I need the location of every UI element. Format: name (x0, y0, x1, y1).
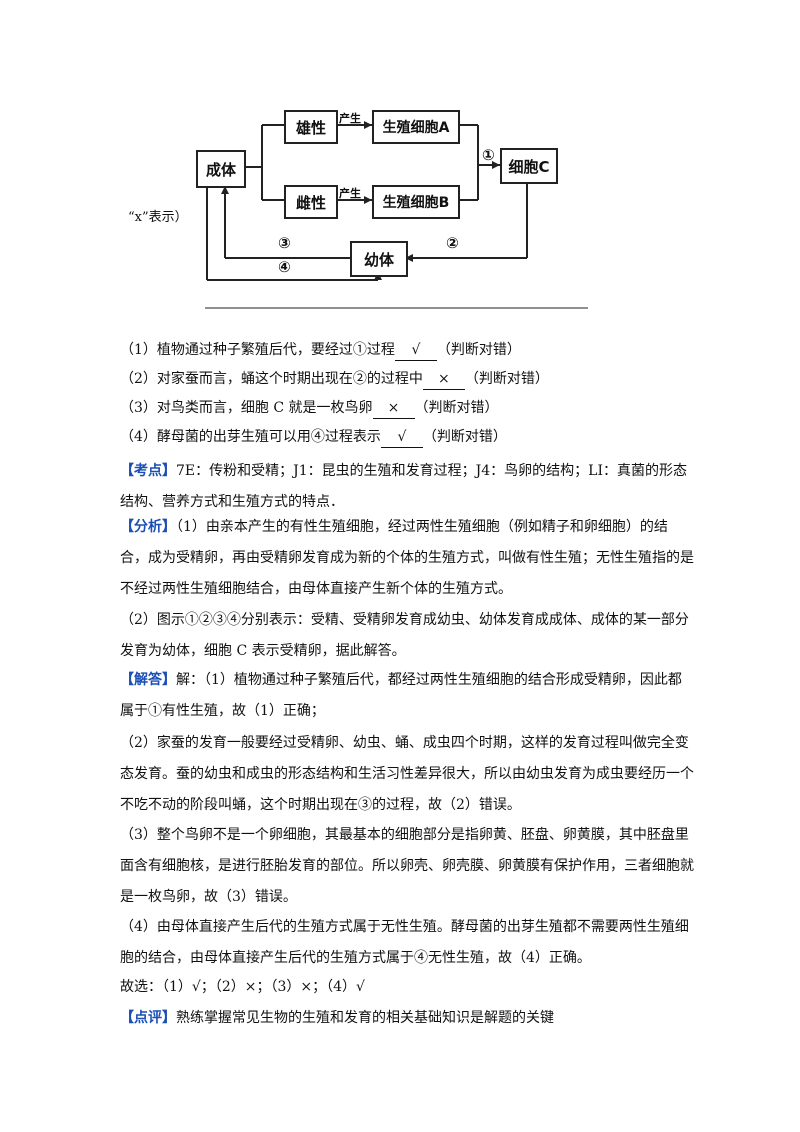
step-4-marker: ④ (278, 258, 291, 276)
label-produce-male: 产生 (339, 112, 361, 125)
jieda-paragraph-3: （3）整个鸟卵不是一个卵细胞，其最基本的细胞部分是指卵黄、胚盘、卵黄膜，其中胚盘… (120, 827, 694, 905)
fenxi-paragraph-1: （1）由亲本产生的有性生殖细胞，经过两性生殖细胞（例如精子和卵细胞）的结合，成为… (120, 519, 694, 597)
kaodian-tag: 【考点】 (120, 463, 176, 479)
fenxi-tag: 【分析】 (120, 519, 176, 535)
section-dianping: 【点评】熟练掌握常见生物的生殖和发育的相关基础知识是解题的关键 (120, 1003, 695, 1034)
question-1-text: （1）植物通过种子繁殖后代，要经过①过程 (120, 342, 395, 358)
question-2-suffix: （判断对错） (464, 371, 549, 387)
question-2-text: （2）对家蚕而言，蛹这个时期出现在②的过程中 (120, 371, 423, 387)
question-4-answer: √ (380, 427, 423, 448)
box-female: 雌性 (284, 185, 338, 219)
step-3-marker: ③ (278, 234, 291, 252)
box-male: 雄性 (284, 110, 338, 144)
jieda-paragraph-2: （2）家蚕的发育一般要经过受精卵、幼虫、蛹、成虫四个时期，这样的发育过程叫做完全… (120, 735, 694, 813)
question-3-text: （3）对鸟类而言，细胞 C 就是一枚鸟卵 (120, 400, 373, 416)
dianping-tag: 【点评】 (120, 1010, 176, 1026)
step-2-marker: ② (446, 234, 459, 252)
kaodian-text: 7E：传粉和受精；J1：昆虫的生殖和发育过程；J4：鸟卵的结构；LI：真菌的形态… (120, 463, 687, 510)
question-4: （4）酵母菌的出芽生殖可以用④过程表示√（判断对错） (120, 427, 507, 448)
jieda-choice: 故选：（1）√；（2）×；（3）×；（4）√ (120, 979, 365, 995)
diagram-arrows (205, 121, 588, 309)
box-germ-cell-a: 生殖细胞A (372, 110, 460, 144)
jieda-tag: 【解答】 (120, 672, 176, 688)
question-4-text: （4）酵母菌的出芽生殖可以用④过程表示 (120, 429, 381, 445)
fenxi-paragraph-2: （2）图示①②③④分别表示：受精、受精卵发育成幼虫、幼体发育成成体、成体的某一部… (120, 612, 689, 659)
question-2: （2）对家蚕而言，蛹这个时期出现在②的过程中×（判断对错） (120, 369, 549, 390)
box-germ-cell-b: 生殖细胞B (372, 185, 460, 219)
question-1-suffix: （判断对错） (436, 342, 521, 358)
section-fenxi: 【分析】（1）由亲本产生的有性生殖细胞，经过两性生殖细胞（例如精子和卵细胞）的结… (120, 512, 695, 605)
section-kaodian: 【考点】7E：传粉和受精；J1：昆虫的生殖和发育过程；J4：鸟卵的结构；LI：真… (120, 456, 695, 518)
label-produce-female: 产生 (339, 187, 361, 200)
question-2-answer: × (422, 369, 465, 390)
dianping-text: 熟练掌握常见生物的生殖和发育的相关基础知识是解题的关键 (176, 1010, 554, 1026)
jieda-paragraph-4: （4）由母体直接产生后代的生殖方式属于无性生殖。酵母菌的出芽生殖都不需要两性生殖… (120, 919, 689, 966)
question-3: （3）对鸟类而言，细胞 C 就是一枚鸟卵×（判断对错） (120, 398, 499, 419)
step-1-marker: ① (482, 146, 495, 164)
jieda-paragraph-1: 解：（1）植物通过种子繁殖后代，都经过两性生殖细胞的结合形成受精卵，因此都属于①… (120, 672, 682, 719)
question-3-answer: × (372, 398, 415, 419)
question-4-suffix: （判断对错） (422, 429, 507, 445)
section-jieda: 【解答】解：（1）植物通过种子繁殖后代，都经过两性生殖细胞的结合形成受精卵，因此… (120, 665, 695, 727)
diagram-side-note: “x”表示） (128, 210, 188, 225)
box-cell-c: 细胞C (500, 148, 558, 184)
box-adult: 成体 (196, 150, 246, 188)
question-1: （1）植物通过种子繁殖后代，要经过①过程√（判断对错） (120, 340, 521, 361)
question-3-suffix: （判断对错） (414, 400, 499, 416)
question-1-answer: √ (394, 340, 437, 361)
box-juvenile: 幼体 (350, 241, 408, 277)
